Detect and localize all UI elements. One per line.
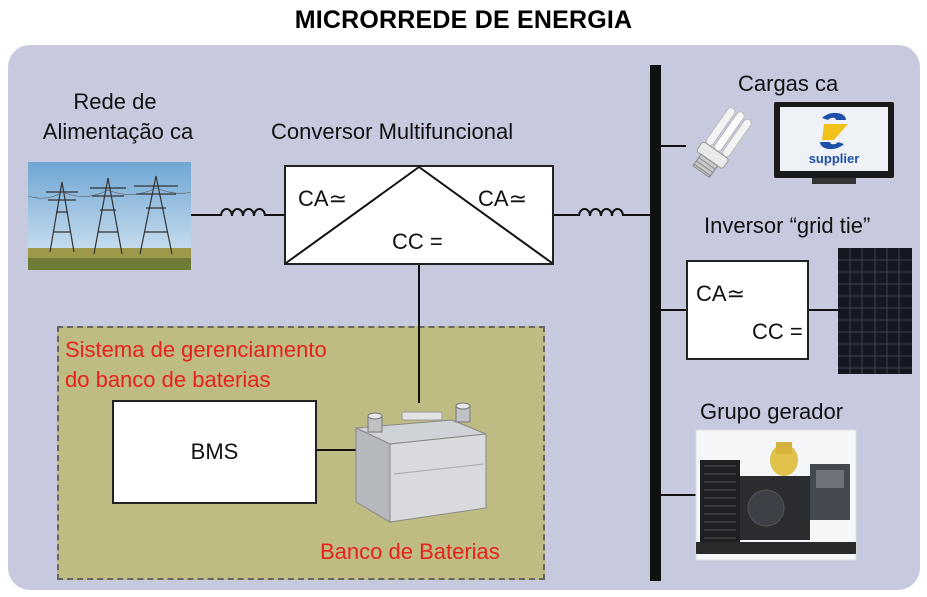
solar-wire (809, 309, 839, 311)
grid-converter-wire (265, 214, 285, 216)
inverter-dc: CC = (752, 319, 803, 344)
battery-converter-wire (418, 265, 420, 403)
diagram-title: MICRORREDE DE ENERGIA (294, 6, 633, 34)
lamp-icon (692, 107, 752, 178)
bms-zone-label-line2: do banco de baterias (65, 367, 271, 392)
generator-label: Grupo gerador (700, 399, 844, 424)
inductor-left-icon (220, 208, 266, 217)
bms-label: BMS (190, 439, 239, 464)
inverter-ac: CA≃ (696, 281, 745, 306)
converter-ac-left: CA≃ (298, 186, 347, 211)
solar-panel-icon (838, 248, 912, 374)
grid-label-line2: Alimentação ca (42, 119, 194, 144)
battery-bank-label: Banco de Baterias (320, 539, 500, 564)
inverter-wire (661, 309, 687, 311)
ac-bus (650, 65, 661, 581)
transmission-towers-image (27, 162, 192, 270)
loads-label: Cargas ca (738, 71, 839, 96)
tv-icon: supplier (774, 102, 894, 184)
inductor-right-icon (578, 208, 624, 217)
tv-brand: supplier (809, 151, 860, 166)
loads-wire (661, 145, 686, 147)
converter-ac-right: CA≃ (478, 186, 527, 211)
converter-diagonals (285, 166, 553, 264)
converter-title: Conversor Multifuncional (271, 119, 514, 144)
grid-label-line1: Rede de (73, 89, 157, 114)
converter-bus-wire-a (554, 214, 578, 216)
bms-zone-label-line1: Sistema de gerenciamento (65, 337, 327, 362)
converter-box (284, 165, 554, 265)
converter-dc: CC = (392, 229, 443, 254)
generator-icon (695, 429, 857, 561)
generator-wire (661, 494, 697, 496)
converter-bus-wire-b (623, 214, 651, 216)
bms-battery-wire (317, 449, 357, 451)
battery-icon (354, 402, 487, 523)
grid-wire (191, 214, 221, 216)
bms-box (112, 400, 317, 504)
inverter-box (686, 260, 809, 360)
inverter-label: Inversor “grid tie” (704, 213, 871, 238)
